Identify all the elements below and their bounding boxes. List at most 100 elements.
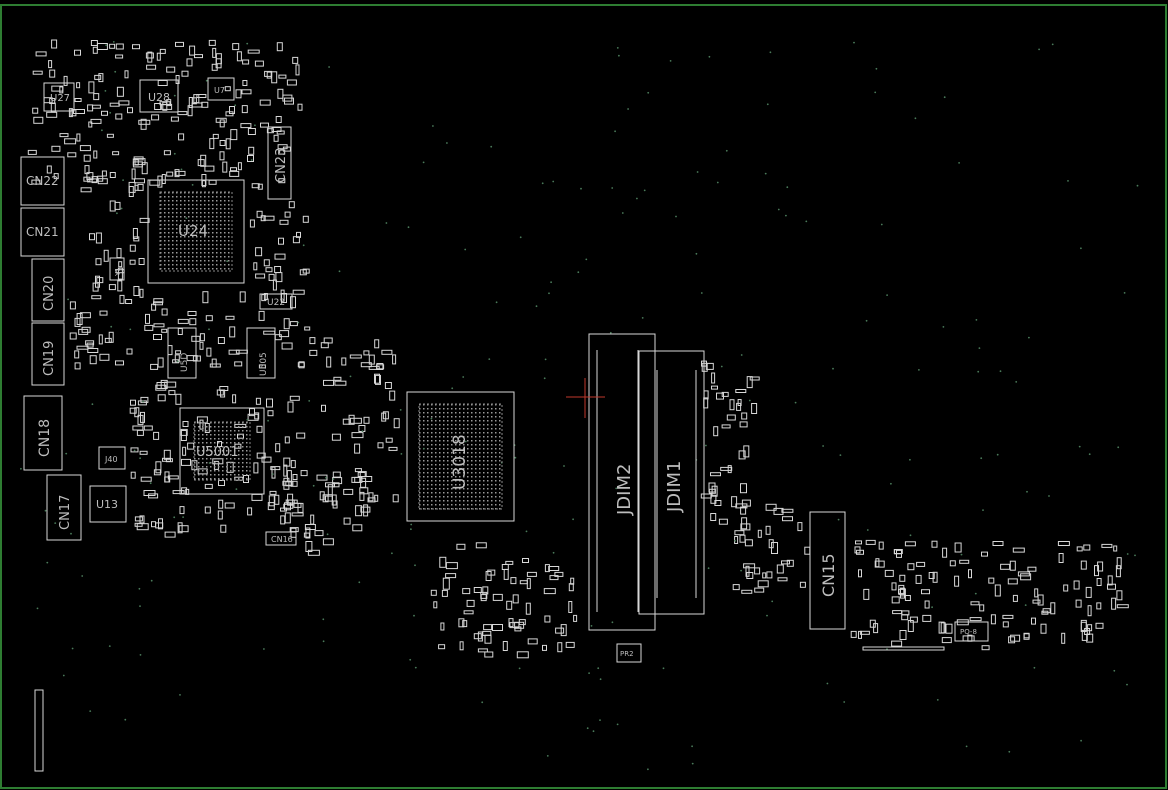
connector-cn20[interactable] — [31, 258, 65, 322]
bga-ball — [196, 240, 198, 242]
passive-component — [187, 311, 197, 316]
passive-component — [134, 407, 140, 418]
bga-ball — [483, 452, 485, 454]
bga-ball — [471, 440, 473, 442]
bga-ball — [188, 208, 190, 210]
passive-component — [164, 531, 176, 538]
connector-cn18[interactable] — [23, 395, 63, 471]
bga-ball — [495, 476, 497, 478]
ic-u505[interactable] — [246, 327, 276, 379]
ic-u27[interactable] — [43, 82, 75, 112]
bga-ball — [234, 434, 236, 436]
passive-component — [438, 644, 446, 650]
bga-ball — [419, 500, 421, 502]
bga-ball — [210, 466, 212, 468]
passive-component — [84, 165, 90, 175]
bga-ball — [499, 488, 501, 490]
bga-u5001[interactable] — [179, 407, 265, 495]
bga-ball — [487, 444, 489, 446]
bga-ball — [224, 224, 226, 226]
passive-component — [234, 361, 243, 367]
bga-ball — [475, 420, 477, 422]
via — [208, 462, 211, 464]
connector-cn17[interactable] — [46, 474, 82, 541]
connector-cn21[interactable] — [20, 207, 65, 257]
bga-ball — [246, 434, 248, 436]
connector-cn16[interactable] — [265, 531, 297, 546]
bga-ball — [242, 450, 244, 452]
passive-component — [204, 483, 213, 489]
bga-ball — [467, 464, 469, 466]
passive-component — [130, 399, 136, 406]
connector-cn15[interactable] — [809, 511, 846, 630]
bga-ball — [479, 472, 481, 474]
bga-ball — [483, 404, 485, 406]
bga-ball — [479, 464, 481, 466]
part-left-strip[interactable] — [34, 689, 44, 772]
bga-ball — [196, 224, 198, 226]
label-u505: U505 — [259, 352, 269, 376]
part-pr2[interactable] — [616, 643, 642, 663]
connector-cn19[interactable] — [31, 322, 65, 386]
bga-ball — [499, 424, 501, 426]
passive-component — [445, 573, 457, 579]
connector-cn22[interactable] — [20, 156, 65, 206]
ic-u28[interactable] — [139, 79, 179, 113]
passive-component — [568, 601, 573, 613]
socket-jdim1[interactable] — [638, 350, 705, 615]
bga-ball — [451, 424, 453, 426]
passive-component — [305, 527, 311, 539]
passive-component — [53, 173, 59, 180]
bga-ball — [483, 424, 485, 426]
bga-ball — [431, 456, 433, 458]
bga-ball — [423, 496, 425, 498]
passive-component — [115, 54, 124, 59]
passive-component — [76, 133, 81, 142]
bga-ball — [495, 436, 497, 438]
part-pq8[interactable] — [954, 621, 989, 642]
passive-component — [1012, 594, 1018, 602]
ic-u7[interactable] — [207, 77, 235, 101]
bga-ball — [208, 264, 210, 266]
bga-ball — [188, 268, 190, 270]
socket-jdim2[interactable] — [588, 333, 656, 631]
passive-component — [781, 508, 794, 513]
via — [302, 244, 305, 247]
via — [267, 419, 269, 422]
bga-ball — [210, 478, 212, 480]
ic-u5d[interactable] — [167, 327, 197, 379]
bga-u3018[interactable] — [406, 391, 515, 522]
via — [108, 645, 111, 647]
passive-component — [187, 105, 193, 117]
passive-component — [194, 54, 203, 59]
passive-component — [212, 133, 219, 139]
bga-ball — [230, 450, 232, 452]
ic-u13[interactable] — [89, 485, 127, 523]
bga-ball — [427, 496, 429, 498]
bga-ball — [214, 430, 216, 432]
crystal-y1[interactable] — [109, 257, 125, 281]
passive-component — [941, 637, 952, 644]
bga-ball — [443, 408, 445, 410]
passive-component — [901, 614, 909, 621]
bga-ball — [176, 224, 178, 226]
passive-component — [297, 502, 304, 513]
bga-ball — [435, 504, 437, 506]
bga-ball — [455, 408, 457, 410]
passive-component — [565, 641, 575, 648]
bga-u24[interactable] — [147, 179, 245, 284]
bga-u3018-inner — [418, 403, 503, 510]
passive-component — [117, 280, 123, 292]
ic-j40[interactable] — [98, 446, 126, 470]
ic-u22[interactable] — [259, 293, 293, 310]
bga-ball — [459, 468, 461, 470]
bga-ball — [230, 422, 232, 424]
bga-ball — [234, 450, 236, 452]
bga-ball — [164, 220, 166, 222]
bga-ball — [172, 216, 174, 218]
connector-cn23[interactable] — [267, 126, 292, 200]
bga-ball — [491, 464, 493, 466]
bga-ball — [459, 452, 461, 454]
bga-ball — [228, 208, 230, 210]
bga-ball — [238, 470, 240, 472]
